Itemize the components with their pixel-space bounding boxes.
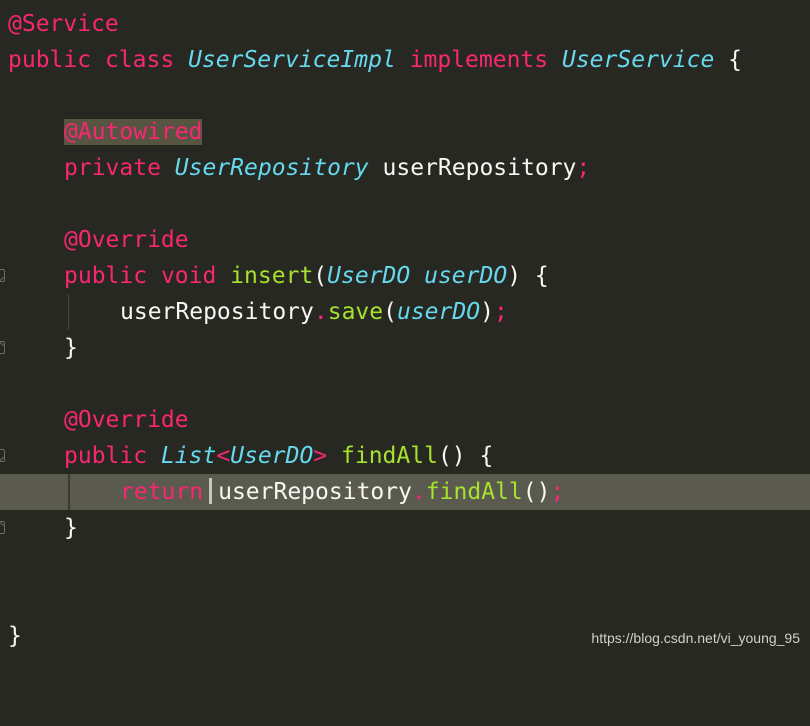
code-line-2[interactable]: public class UserServiceImpl implements … xyxy=(0,42,810,78)
semicolon: ; xyxy=(550,479,565,505)
keyword-class: class xyxy=(104,47,175,73)
code-line-12[interactable]: @Override xyxy=(0,402,810,438)
code-line-8[interactable]: public void insert(UserDO userDO) { xyxy=(0,258,810,294)
open-paren: ( xyxy=(383,299,397,325)
close-paren: ) xyxy=(480,299,494,325)
generic-type: UserDO xyxy=(230,443,314,469)
method-name-findall: findAll xyxy=(425,479,523,505)
code-line-1[interactable]: @Service xyxy=(0,6,810,42)
keyword-public: public xyxy=(8,47,92,73)
open-brace: { xyxy=(479,443,494,469)
code-line-14-active[interactable]: return userRepository.findAll(); xyxy=(0,474,810,510)
parens: () xyxy=(437,443,466,469)
annotation-autowired: @Autowired xyxy=(64,119,203,145)
close-brace: } xyxy=(64,335,78,361)
method-name-insert: insert xyxy=(230,263,314,289)
field-type: UserRepository xyxy=(174,155,369,181)
return-type: List xyxy=(160,443,217,469)
keyword-return: return xyxy=(120,479,204,505)
method-name-save: save xyxy=(327,299,384,325)
code-editor[interactable]: @Service public class UserServiceImpl im… xyxy=(0,6,810,654)
field-name: userRepository xyxy=(382,155,577,181)
open-brace: { xyxy=(728,47,743,73)
indent-guide xyxy=(68,474,70,510)
object-name: userRepository xyxy=(218,479,412,505)
annotation-override: @Override xyxy=(64,227,189,253)
parens: () xyxy=(522,479,551,505)
fold-close-icon[interactable] xyxy=(0,521,5,534)
code-line-7[interactable]: @Override xyxy=(0,222,810,258)
keyword-private: private xyxy=(64,155,161,181)
class-name: UserServiceImpl xyxy=(188,47,396,73)
generic-open: < xyxy=(216,443,231,469)
param-type: UserDO xyxy=(327,263,411,289)
indent-guide xyxy=(68,294,69,330)
dot-operator: . xyxy=(411,479,426,505)
param-name: userDO xyxy=(424,263,508,289)
generic-close: > xyxy=(313,443,328,469)
code-line-18[interactable]: } xyxy=(0,618,810,654)
annotation-service: @Service xyxy=(8,11,119,37)
object-name: userRepository xyxy=(120,299,314,325)
code-line-11[interactable] xyxy=(0,366,810,402)
code-line-9[interactable]: userRepository.save(userDO); xyxy=(0,294,810,330)
keyword-public: public xyxy=(64,263,148,289)
close-brace: } xyxy=(64,515,78,541)
code-line-4[interactable]: @Autowired xyxy=(0,114,810,150)
fold-open-icon[interactable] xyxy=(0,449,5,462)
code-line-3[interactable] xyxy=(0,78,810,114)
code-line-15[interactable]: } xyxy=(0,510,810,546)
close-paren: ) xyxy=(507,263,522,289)
open-brace: { xyxy=(534,263,549,289)
keyword-implements: implements xyxy=(409,47,549,73)
fold-close-icon[interactable] xyxy=(0,341,5,354)
interface-name: UserService xyxy=(561,47,715,73)
keyword-void: void xyxy=(160,263,217,289)
semicolon: ; xyxy=(576,155,591,181)
method-name-findall: findAll xyxy=(341,443,438,469)
annotation-override: @Override xyxy=(64,407,189,433)
code-line-13[interactable]: public List<UserDO> findAll() { xyxy=(0,438,810,474)
code-line-5[interactable]: private UserRepository userRepository; xyxy=(0,150,810,186)
code-line-10[interactable]: } xyxy=(0,330,810,366)
code-line-6[interactable] xyxy=(0,186,810,222)
text-cursor xyxy=(209,477,213,504)
fold-open-icon[interactable] xyxy=(0,269,5,282)
open-paren: ( xyxy=(313,263,328,289)
code-line-16[interactable] xyxy=(0,546,810,582)
semicolon: ; xyxy=(493,299,508,325)
keyword-public: public xyxy=(64,443,148,469)
argument: userDO xyxy=(396,299,481,325)
dot-operator: . xyxy=(313,299,328,325)
watermark-url: https://blog.csdn.net/vi_young_95 xyxy=(591,630,800,646)
code-line-17[interactable] xyxy=(0,582,810,618)
close-brace: } xyxy=(8,623,22,649)
